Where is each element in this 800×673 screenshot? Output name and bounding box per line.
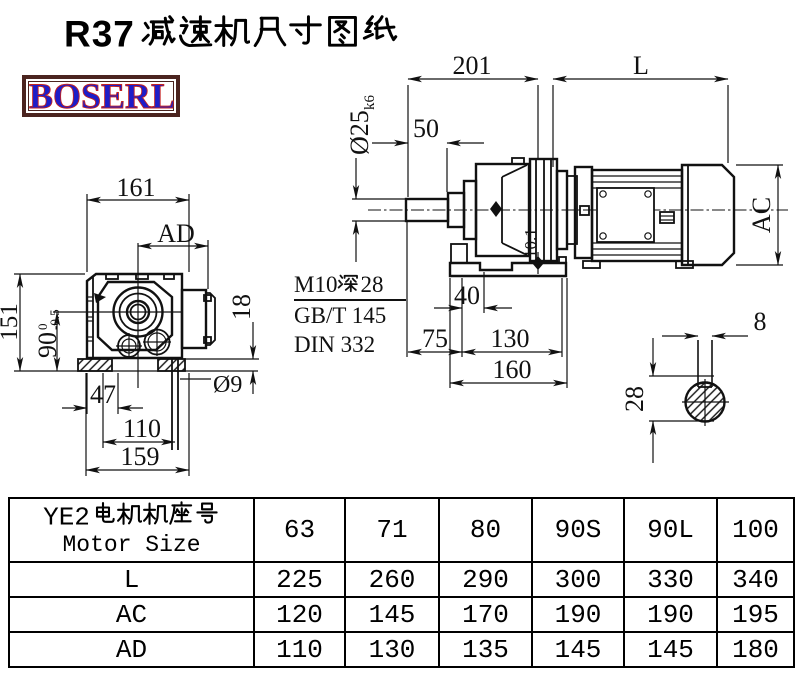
col-90L: 90L: [623, 497, 718, 563]
cell-AD-90S: 145: [531, 631, 625, 668]
front-view: 161 AD 151 90 0 -0.5 18 47 110 159 Ø9: [0, 173, 259, 476]
cell-L-80: 290: [438, 561, 533, 598]
table-row-AD: AD 110 130 135 145 145 180: [8, 631, 795, 668]
motor-size-table: YE2 Motor Size 63 71 80 90S 90L 100 L 22…: [8, 497, 795, 668]
cell-AC-90S: 190: [531, 596, 625, 633]
cell-L-90S: 300: [531, 561, 625, 598]
table-header-cn: YE2: [10, 501, 253, 531]
dim-side-hole-offset: 40: [454, 281, 480, 310]
cell-AD-100: 180: [716, 631, 795, 668]
col-90S: 90S: [531, 497, 625, 563]
row-label-L: L: [8, 561, 255, 598]
dim-side-shaft-dia: Ø25: [345, 110, 374, 155]
dim-side-key-note: 10.1: [521, 228, 540, 258]
cell-L-63: 225: [253, 561, 346, 598]
cell-AC-80: 170: [438, 596, 533, 633]
dim-front-top-width: 161: [117, 173, 156, 202]
dim-front-foot-hole-dia: Ø9: [213, 372, 242, 398]
dim-front-ad: AD: [157, 219, 195, 248]
table-row-AC: AC 120 145 170 190 190 195: [8, 596, 795, 633]
dim-front-axis-height: 90: [33, 332, 62, 358]
cell-AC-100: 195: [716, 596, 795, 633]
col-63: 63: [253, 497, 346, 563]
cell-AD-90L: 145: [623, 631, 718, 668]
dim-side-motor-length: L: [633, 51, 649, 80]
dim-front-hole-span: 110: [123, 414, 161, 443]
row-label-AC: AC: [8, 596, 255, 633]
dim-side-shaft-fit: k6: [362, 95, 378, 111]
col-100: 100: [716, 497, 795, 563]
cell-AD-71: 130: [344, 631, 440, 668]
shaft-section-view: 8 28: [620, 307, 767, 463]
cell-AD-80: 135: [438, 631, 533, 668]
side-view: Ø25 k6 201 L 50: [345, 51, 788, 388]
dim-side-motor-dia: AC: [747, 197, 776, 233]
col-71: 71: [344, 497, 440, 563]
dim-front-axis-tol-upper: 0: [35, 324, 50, 331]
title-model: R37: [64, 13, 135, 55]
table-row-L: L 225 260 290 300 330 340: [8, 561, 795, 598]
brand-logo: BOSERL: [22, 75, 180, 117]
dim-side-foot-hole-span: 130: [491, 324, 530, 353]
dim-section-key-width: 8: [754, 307, 767, 336]
cell-L-71: 260: [344, 561, 440, 598]
dim-front-axis-tol-lower: -0.5: [47, 309, 62, 330]
cell-AC-71: 145: [344, 596, 440, 633]
dim-side-housing-length: 201: [453, 51, 492, 80]
dim-section-key-to-bottom: 28: [620, 386, 649, 412]
dim-front-pad-height: 18: [227, 294, 256, 320]
dim-front-base-width: 159: [121, 442, 160, 471]
brand-logo-text: BOSERL: [28, 76, 176, 116]
dim-side-shaft-to-foot: 75: [422, 324, 448, 353]
cell-L-100: 340: [716, 561, 795, 598]
dimension-drawing: .edge{fill:none;stroke:#111;stroke-width…: [0, 51, 788, 476]
dim-side-foot-length: 160: [493, 355, 532, 384]
dim-side-shaft-length: 50: [413, 114, 439, 143]
note-din: DIN 332: [294, 332, 376, 357]
cell-AC-90L: 190: [623, 596, 718, 633]
dim-front-height: 151: [0, 303, 23, 341]
cell-L-90L: 330: [623, 561, 718, 598]
cell-AD-63: 110: [253, 631, 346, 668]
note-gb: GB/T 145: [294, 303, 387, 328]
table-header-en: Motor Size: [62, 531, 201, 558]
col-80: 80: [438, 497, 533, 563]
table-header-motor-size: YE2 Motor Size: [8, 497, 255, 563]
cell-AC-63: 120: [253, 596, 346, 633]
title-text: [139, 13, 398, 54]
page-title: R37: [64, 13, 398, 55]
row-label-AD: AD: [8, 631, 255, 668]
